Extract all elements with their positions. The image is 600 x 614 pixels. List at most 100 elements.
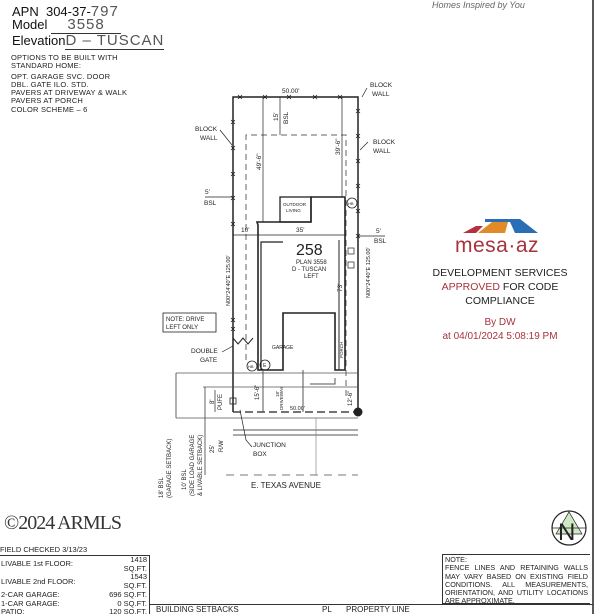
legend-building-setbacks: BUILDING SETBACKS (156, 605, 239, 614)
side-setback-label: 5' (205, 189, 210, 196)
livable-setback-label: 10' BSL (182, 469, 188, 490)
hose-bib-icon (246, 360, 258, 372)
lot-width-label: 50.00' (290, 406, 305, 412)
area-row: LIVABLE 2nd FLOOR:1543 SQ.FT. (0, 572, 150, 590)
option-item: COLOR SCHEME – 6 (11, 104, 88, 114)
setback-line (245, 134, 347, 400)
approved-label: APPROVED (441, 281, 500, 293)
leader-line (239, 409, 253, 448)
block-wall-label: WALL (200, 135, 218, 142)
ac-unit-icon (347, 247, 355, 255)
side-setback-label: 5' (376, 228, 381, 235)
hose-bib-label: HB (248, 364, 254, 369)
leader-line (221, 345, 234, 353)
area-value: 0 SQ.FT. (117, 598, 147, 608)
options-title: STANDARD HOME: (11, 61, 82, 71)
note-title: NOTE: (445, 555, 467, 564)
model-label: Model (12, 17, 48, 32)
right-of-way-label: R/W (219, 440, 225, 452)
model-value: 3558 (51, 16, 122, 34)
double-gate-label: GATE (200, 357, 218, 364)
elevation-field: ElevationD – TUSCAN (12, 32, 165, 50)
hose-bib-icon (346, 197, 358, 209)
option-item: PAVERS AT PORCH (11, 96, 84, 106)
lot-width-label: 50.00' (282, 88, 300, 95)
dimension-label: 12'-6" (348, 391, 354, 406)
survey-marker-icon (353, 407, 363, 417)
ac-unit-icon (347, 261, 355, 269)
porch-label: PORCH (339, 342, 344, 358)
outdoor-living-label: LIVING (286, 208, 301, 213)
note-text: FENCE LINES AND RETAINING WALLS MAY VARY… (445, 563, 588, 606)
north-label: N (558, 519, 575, 546)
area-row: 1-CAR GARAGE: 0 SQ.FT. (0, 598, 150, 609)
elevation-label: Elevation (12, 33, 66, 48)
field-checked-label: FIELD CHECKED 3/13/23 (0, 545, 88, 554)
area-value: 696 SQ.FT. (109, 589, 147, 599)
armls-watermark: ©2024 ARMLS (4, 512, 122, 534)
area-row: 2-CAR GARAGE: 696 SQ.FT. (0, 589, 150, 600)
drive-note: LEFT ONLY (166, 325, 198, 331)
double-gate (232, 337, 254, 345)
stamp-timestamp: at 04/01/2024 5:08:19 PM (442, 331, 558, 342)
leader-line (219, 129, 233, 146)
junction-box-label: BOX (253, 451, 267, 458)
legend-row: BUILDING SETBACKS PL PROPERTY LINE (150, 604, 593, 614)
leader-line (359, 141, 369, 151)
lot-number: 258 (296, 242, 323, 259)
area-label: 2-CAR GARAGE: (1, 589, 60, 599)
area-value: 120 SQ.FT. (109, 607, 147, 614)
livable-setback-label: (SIDE LOAD GARAGE (190, 435, 196, 496)
area-label: PATIO: (1, 607, 25, 614)
legend-property-line: PROPERTY LINE (346, 605, 410, 614)
area-label: LIVABLE 1st FLOOR: (1, 559, 73, 569)
bearing-label: N00°24'40"E 125.00' (226, 255, 232, 306)
house-footprint (255, 196, 346, 371)
wall-marks (230, 94, 361, 332)
stamp-compliance: COMPLIANCE (465, 295, 535, 307)
stamp-text: FOR CODE (500, 281, 559, 293)
dimension-label: 25' (210, 445, 216, 453)
leader-line (361, 87, 368, 98)
apn-field: APN 304-37-797 (12, 3, 119, 20)
dimension-label: 10' (241, 227, 249, 234)
elevation-value: D – TUSCAN (65, 32, 165, 50)
block-wall-label: BLOCK (195, 126, 218, 133)
disclaimer-note: NOTE: FENCE LINES AND RETAINING WALLS MA… (442, 554, 590, 606)
area-row: PATIO: 120 SQ.FT. (0, 608, 150, 614)
block-wall-label: BLOCK (373, 139, 396, 146)
driveway-width-label: 18' (275, 391, 280, 397)
street-name: E. TEXAS AVENUE (251, 481, 321, 490)
livable-setback-label: & LIVABLE SETBACK) (198, 435, 204, 496)
area-label: 1-CAR GARAGE: (1, 598, 60, 608)
apn-value: 797 (90, 3, 119, 20)
bsl-label: BSL (283, 111, 290, 124)
apn-label: APN (12, 4, 39, 19)
drive-note-box (162, 312, 217, 333)
rear-setback-label: 15' (273, 113, 280, 121)
option-item: DBL. GATE ILO. STD. (11, 79, 89, 89)
builder-tagline: Homes Inspired by You (432, 0, 525, 10)
walk (310, 378, 336, 385)
lot-line (232, 96, 359, 412)
block-wall-label: WALL (372, 91, 390, 98)
apn-prefix: 304-37- (45, 4, 91, 19)
block-wall-label: BLOCK (370, 82, 393, 89)
dimension-label: 35' (296, 227, 304, 234)
north-arrow-icon: N (551, 510, 587, 546)
stamp-development-services: DEVELOPMENT SERVICES (432, 267, 568, 279)
hose-bib-label: HB (348, 201, 354, 206)
area-row: LIVABLE 1st FLOOR:1418 SQ.FT. (0, 555, 150, 574)
option-item: PAVERS AT DRIVEWAY & WALK (11, 88, 128, 98)
driveway-label: DRIVEWAY (279, 386, 284, 410)
electric-label: E (263, 363, 267, 369)
legend-pl: PL (322, 605, 332, 614)
bearing-label: N00°24'40"E 125.00' (366, 247, 372, 298)
area-label: LIVABLE 2nd FLOOR: (1, 576, 76, 586)
block-wall-label: WALL (373, 148, 391, 155)
dimension-label: 15'-6" (255, 385, 261, 400)
bsl-label: BSL (374, 238, 387, 245)
plan-orientation: LEFT (304, 274, 319, 280)
